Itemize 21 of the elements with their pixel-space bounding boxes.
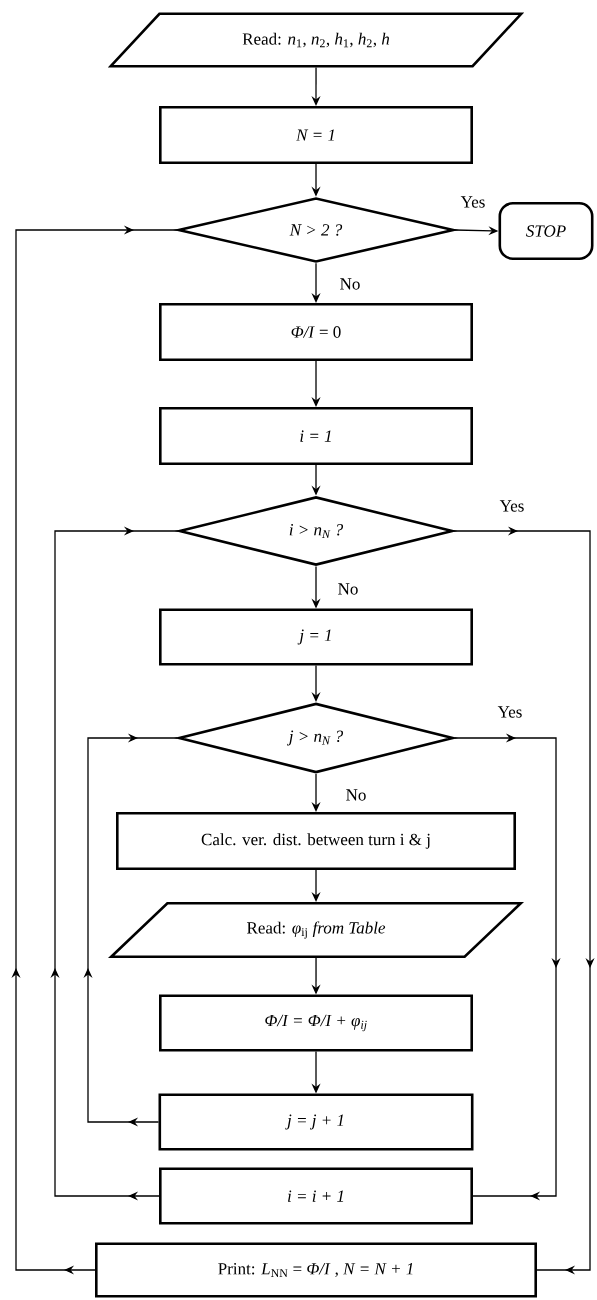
process-box: Φ/I = 0 (159, 303, 473, 361)
process-box: N = 1 (159, 106, 473, 164)
process-box: Φ/I = Φ/I + φ$_{ij}$ (159, 994, 473, 1052)
edge-label: No (338, 277, 362, 291)
arrow (11, 225, 178, 1275)
process-box: j = 1 (159, 608, 473, 666)
process-box: Print: L$_{NN}$ = Φ/I , N = N + 1 (95, 1242, 537, 1298)
process-box: i = i + 1 (159, 1167, 473, 1225)
arrow (453, 733, 561, 1201)
edge-label: Yes (459, 195, 487, 209)
arrow (453, 526, 595, 1275)
edge-label: No (336, 582, 360, 596)
edge-label: Yes (498, 499, 526, 513)
process-box: Calc. ver. dist. between turn i & j (116, 812, 516, 870)
terminal-box: STOP (498, 202, 594, 260)
edge-label: Yes (496, 705, 524, 719)
arrow (83, 733, 179, 1127)
process-box: j = j + 1 (158, 1093, 474, 1151)
edge-label: No (344, 788, 368, 802)
process-box: i = 1 (159, 407, 473, 465)
arrow (50, 526, 179, 1201)
